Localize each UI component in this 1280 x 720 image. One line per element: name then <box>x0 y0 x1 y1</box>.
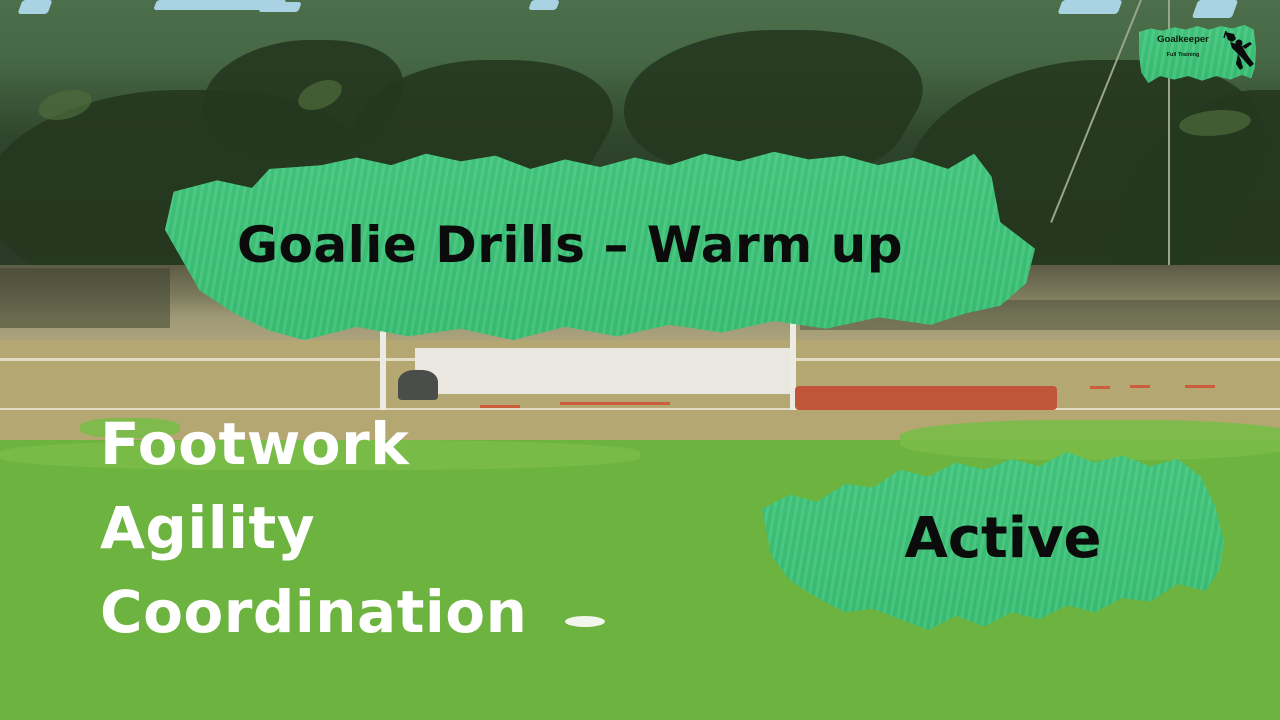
track-dash <box>560 402 670 405</box>
track-dash <box>1130 385 1150 388</box>
training-cone-disc <box>565 616 605 627</box>
video-title: Goalie Drills – Warm up <box>236 216 904 274</box>
grass-edge <box>900 420 1280 460</box>
goalie-bag <box>398 370 438 400</box>
sky-patch <box>1057 0 1123 14</box>
sky-patch <box>17 0 53 14</box>
sky-patch <box>258 2 302 12</box>
fence-pole <box>1168 0 1170 300</box>
title-brush-stroke <box>165 151 1035 340</box>
skills-list: Footwork Agility Coordination <box>100 402 527 654</box>
logo-brush-stroke <box>1139 25 1256 83</box>
intensity-badge: Active <box>904 505 1102 571</box>
track-dash <box>480 405 520 408</box>
goal-post <box>790 300 796 410</box>
skill-footwork: Footwork <box>100 410 410 478</box>
track-dash <box>1185 385 1215 388</box>
grass-edge <box>0 440 640 470</box>
grass-edge <box>80 418 180 438</box>
logo-subtitle: Full Training <box>1166 52 1200 58</box>
logo-title: Goalkeeper <box>1157 34 1209 45</box>
sky-patch <box>528 0 560 10</box>
fence-shadow <box>0 268 170 328</box>
track-dash <box>1090 386 1110 389</box>
sky-patch <box>1191 0 1239 18</box>
track-marker-strip <box>795 386 1057 410</box>
goalkeeper-diving-silhouette-icon <box>1223 30 1254 70</box>
track-line <box>0 408 1280 410</box>
goal-net <box>415 348 795 394</box>
skill-agility: Agility <box>100 494 316 562</box>
skill-coordination: Coordination <box>100 578 528 646</box>
goal-post <box>380 320 386 410</box>
